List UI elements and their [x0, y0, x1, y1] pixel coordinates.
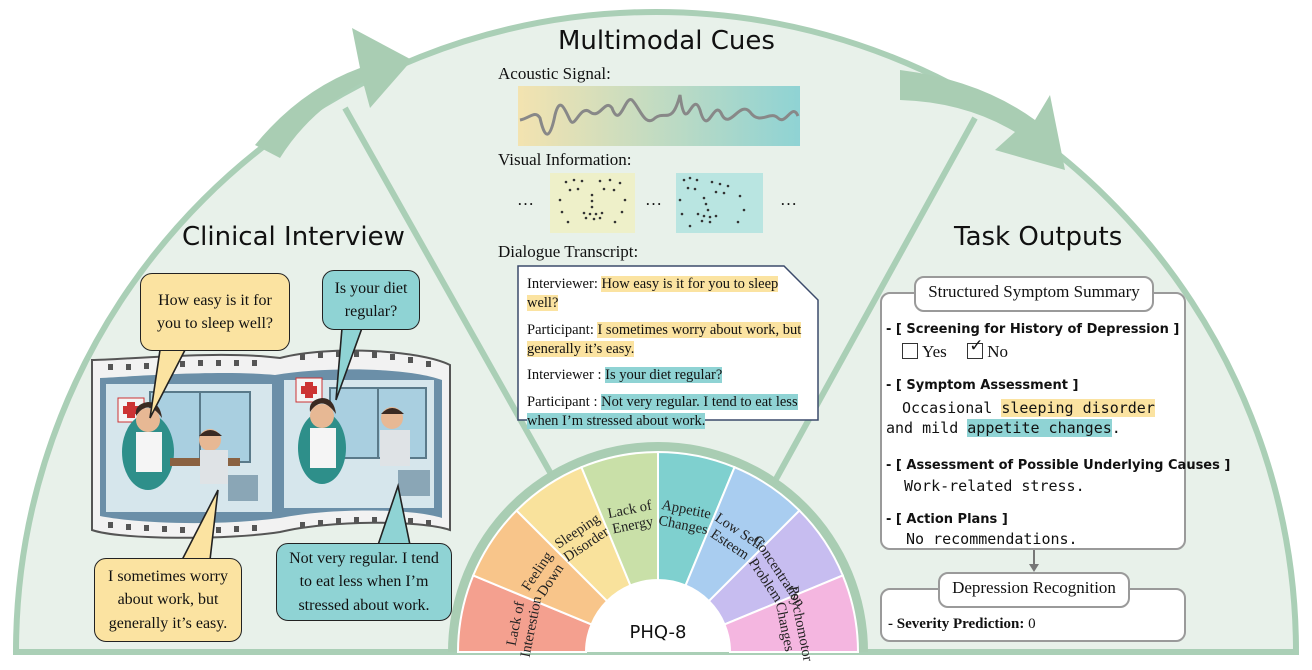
phq-segment-label: Lack ofEnergy	[606, 498, 656, 538]
face-landmarks-1	[558, 178, 627, 224]
dialogue-line: Participant: I sometimes worry about wor…	[527, 321, 802, 357]
symptom-line-2: and mild appetite changes.	[886, 419, 1121, 437]
severity-value: 0	[1028, 616, 1036, 632]
multimodal-title: Multimodal Cues	[558, 26, 775, 56]
acoustic-label: Acoustic Signal:	[498, 64, 611, 83]
connector-arrowhead	[1029, 564, 1039, 572]
face-landmarks-2	[678, 176, 746, 228]
dialogue-transcript: Interviewer: How easy is it for you to s…	[527, 275, 807, 439]
outputs-title: Task Outputs	[954, 222, 1123, 252]
causes-text: Work-related stress.	[904, 477, 1085, 495]
screening-options: Yes ✓No	[902, 338, 1009, 362]
symptom-line-1: Occasional sleeping disorder	[902, 399, 1155, 417]
no-label: No	[987, 342, 1009, 361]
check-icon: ✓	[969, 336, 984, 356]
acoustic-wave	[519, 94, 800, 136]
divider-left	[342, 106, 563, 492]
ellipsis-left: …	[517, 190, 534, 209]
plans-text: No recommendations.	[906, 530, 1078, 548]
divider-right	[767, 116, 978, 492]
severity-prediction: - Severity Prediction: 0	[888, 616, 1036, 632]
bubble-question-sleep: How easy is it for you to sleep well?	[140, 273, 290, 351]
arrow-left	[255, 28, 412, 158]
bubble-answer-diet: Not very regular. I tend to eat less whe…	[276, 543, 452, 621]
face-frame-2	[676, 173, 763, 233]
causes-title: - [ Assessment of Possible Underlying Ca…	[886, 458, 1231, 473]
no-checkbox[interactable]: ✓	[967, 338, 984, 359]
phq-center-label: PHQ-8	[629, 622, 686, 643]
yes-checkbox[interactable]	[902, 343, 918, 359]
face-frame-1	[550, 173, 635, 233]
ellipsis-middle: …	[645, 190, 662, 209]
phq-center	[586, 580, 730, 652]
screening-title: - [ Screening for History of Depression …	[886, 322, 1180, 337]
symptom-title: - [ Symptom Assessment ]	[886, 378, 1079, 393]
bubble-question-diet: Is your diet regular?	[322, 270, 420, 330]
plans-title: - [ Action Plans ]	[886, 512, 1008, 527]
visual-label: Visual Information:	[498, 150, 632, 169]
arrow-right	[900, 70, 1065, 170]
dialogue-line: Participant : Not very regular. I tend t…	[527, 394, 798, 430]
clinical-title: Clinical Interview	[182, 222, 405, 252]
phq-segments	[456, 450, 860, 653]
recognition-title: Depression Recognition	[938, 572, 1130, 608]
summary-title: Structured Symptom Summary	[914, 276, 1154, 312]
bubble-answer-sleep: I sometimes worry about work, but genera…	[94, 558, 242, 642]
dialogue-line: Interviewer: How easy is it for you to s…	[527, 276, 779, 311]
dialogue-line: Interviewer : Is your diet regular?	[527, 367, 723, 384]
ellipsis-right: …	[780, 190, 797, 209]
dialogue-label: Dialogue Transcript:	[498, 242, 639, 261]
dialogue-box	[517, 265, 819, 421]
yes-label: Yes	[922, 342, 947, 361]
